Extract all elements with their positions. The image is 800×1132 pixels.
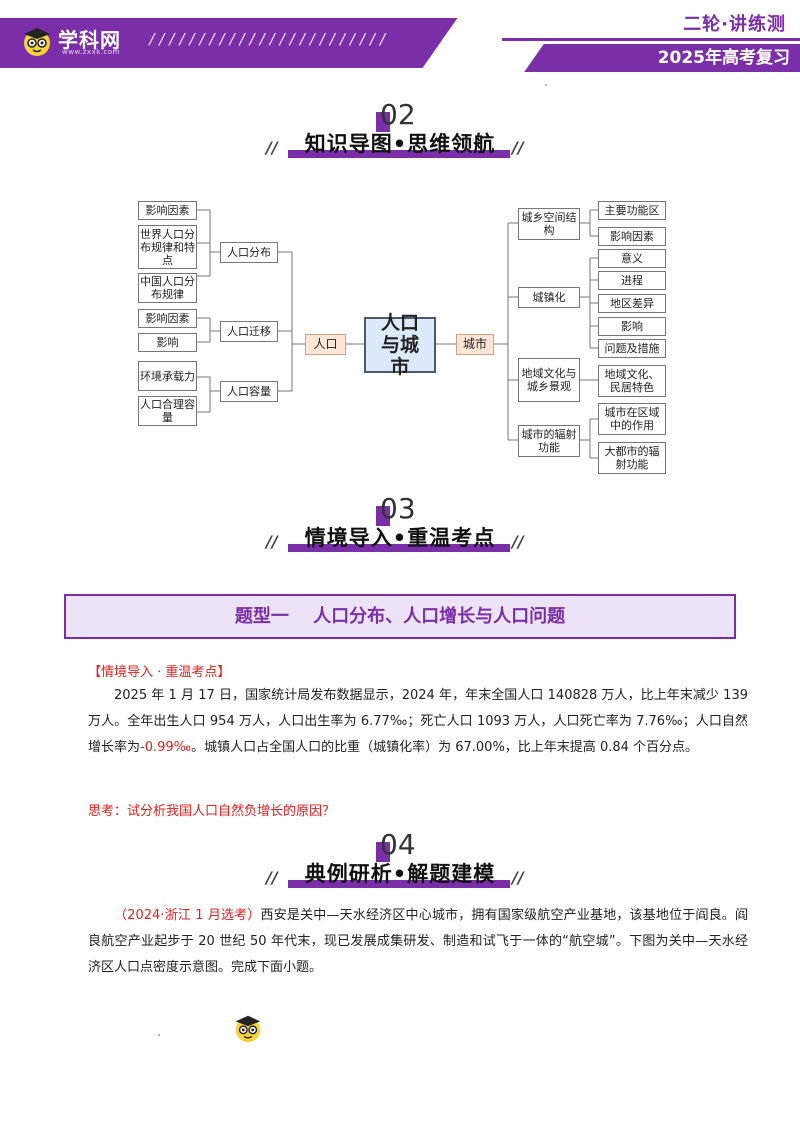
node-leaf: 进程 (598, 271, 666, 290)
example-source: （2024·浙江 1 月选考） (114, 908, 261, 923)
section-number: 02 (380, 98, 416, 131)
node-branch: 城镇化 (518, 287, 580, 308)
section-04-heading: 04 // 典例研析•解题建模 // (0, 828, 800, 900)
logo-text: 学科网 (58, 28, 121, 52)
header-rule (502, 38, 800, 41)
node-leaf: 地区差异 (598, 294, 666, 313)
stray-dot (545, 84, 547, 86)
section-number: 04 (380, 828, 416, 861)
node-leaf: 世界人口分布规律和特点 (138, 225, 197, 269)
slash-mark-right: // (512, 532, 524, 551)
section-number-square (376, 112, 390, 132)
section-title: 典例研析•解题建模 (304, 862, 496, 886)
logo-url: www.zxxk.com (62, 48, 120, 56)
node-branch: 人口容量 (220, 381, 278, 402)
section-number: 03 (380, 492, 416, 525)
node-leaf: 地域文化、民居特色 (598, 365, 666, 397)
node-branch: 城市的辐射功能 (518, 425, 580, 457)
node-leaf: 中国人口分布规律 (138, 273, 197, 303)
node-left-root: 人口 (305, 334, 346, 355)
mind-map: 影响因素 世界人口分布规律和特点 中国人口分布规律 影响因素 影响 环境承载力 … (0, 190, 800, 480)
section-title-bar (288, 150, 510, 158)
context-text-b: 。城镇人口占全国人口的比重（城镇化率）为 67.00%，比上年末提高 0.84 … (191, 740, 699, 755)
slash-mark-right: // (512, 868, 524, 887)
slash-mark-left: // (266, 868, 278, 887)
section-title-bar (288, 880, 510, 888)
exam-year-label: 2025年高考复习 (520, 44, 800, 72)
natural-growth-rate: -0.99‰ (140, 740, 192, 755)
think-prompt: 思考：试分析我国人口自然负增长的原因？ (88, 804, 336, 819)
node-leaf: 人口合理容量 (138, 396, 197, 426)
section-number-square (376, 842, 390, 862)
context-text-a: 2025 年 1 月 17 日，国家统计局发布数据显示，2024 年，年末全国人… (88, 688, 748, 755)
series-title: 二轮·讲练测 (683, 14, 786, 35)
section-number-square (376, 506, 390, 526)
section-02-heading: 02 // 知识导图•思维领航 // (0, 98, 800, 170)
node-center: 人口与城市 (364, 312, 436, 378)
node-leaf: 问题及措施 (598, 339, 666, 358)
section-title: 情境导入•重温考点 (304, 526, 496, 550)
node-leaf: 影响因素 (598, 227, 666, 246)
mascot-logo-icon (24, 28, 50, 56)
node-leaf: 影响因素 (138, 309, 197, 328)
section-title: 知识导图•思维领航 (304, 132, 496, 156)
node-branch: 地域文化与城乡景观 (518, 358, 580, 402)
node-leaf: 主要功能区 (598, 201, 666, 220)
context-paragraph: 2025 年 1 月 17 日，国家统计局发布数据显示，2024 年，年末全国人… (88, 683, 748, 761)
example-text: 西安是关中—天水经济区中心城市，拥有国家级航空产业基地，该基地位于阎良。阎良航空… (88, 908, 748, 975)
node-leaf: 意义 (598, 249, 666, 268)
node-branch: 城乡空间结构 (518, 208, 580, 240)
node-leaf: 城市在区域中的作用 (598, 403, 666, 435)
node-branch: 人口分布 (220, 242, 278, 263)
header-band (0, 18, 468, 68)
question-type-banner: 题型一 人口分布、人口增长与人口问题 (64, 594, 736, 639)
node-leaf: 影响 (598, 317, 666, 336)
context-label: 【情境导入 · 重温考点】 (88, 665, 231, 680)
section-03-heading: 03 // 情境导入•重温考点 // (0, 492, 800, 564)
example-paragraph: （2024·浙江 1 月选考）西安是关中—天水经济区中心城市，拥有国家级航空产业… (88, 903, 748, 981)
node-leaf: 环境承载力 (138, 361, 197, 391)
node-leaf: 影响 (138, 333, 197, 352)
header-slashes: //////////////////////// (148, 30, 389, 48)
slash-mark-left: // (266, 532, 278, 551)
node-leaf: 大都市的辐射功能 (598, 442, 666, 474)
mind-map-connectors (197, 209, 598, 459)
mascot-icon (235, 1015, 261, 1043)
node-leaf: 影响因素 (138, 201, 197, 220)
node-branch: 人口迁移 (220, 321, 278, 342)
section-title-bar (288, 544, 510, 552)
slash-mark-right: // (512, 138, 524, 157)
slash-mark-left: // (266, 138, 278, 157)
node-right-root: 城市 (456, 334, 494, 355)
stray-dot (158, 1034, 160, 1036)
